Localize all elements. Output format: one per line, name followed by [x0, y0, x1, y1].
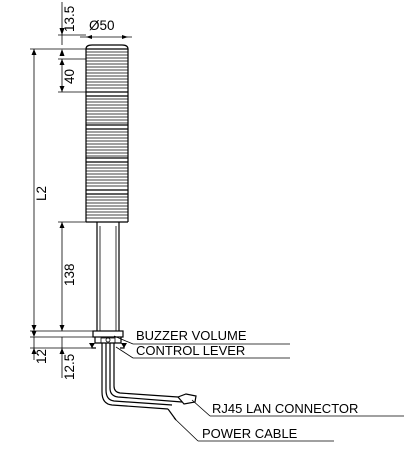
tower-ribs	[86, 51, 128, 219]
label-rj45-connector: RJ45 LAN CONNECTOR	[212, 401, 358, 416]
dim-total-length: L2	[34, 186, 49, 201]
label-buzzer-line2: CONTROL LEVER	[136, 343, 245, 358]
dimension-lines	[30, 2, 132, 378]
tower-body	[85, 44, 129, 223]
cables	[101, 343, 197, 421]
dim-bottom-offset: 12.5	[62, 354, 77, 380]
dim-top-cap: 13.5	[62, 6, 77, 32]
label-power-cable: POWER CABLE	[202, 426, 298, 441]
tower-pole	[89, 222, 127, 349]
label-buzzer-line1: BUZZER VOLUME	[136, 328, 247, 343]
dim-tier-height: 40	[62, 69, 77, 84]
dim-bracket-height: 12	[34, 349, 49, 364]
dim-base-height: 138	[62, 263, 77, 286]
leader-lines	[113, 335, 404, 442]
dim-diameter: Ø50	[89, 18, 115, 33]
